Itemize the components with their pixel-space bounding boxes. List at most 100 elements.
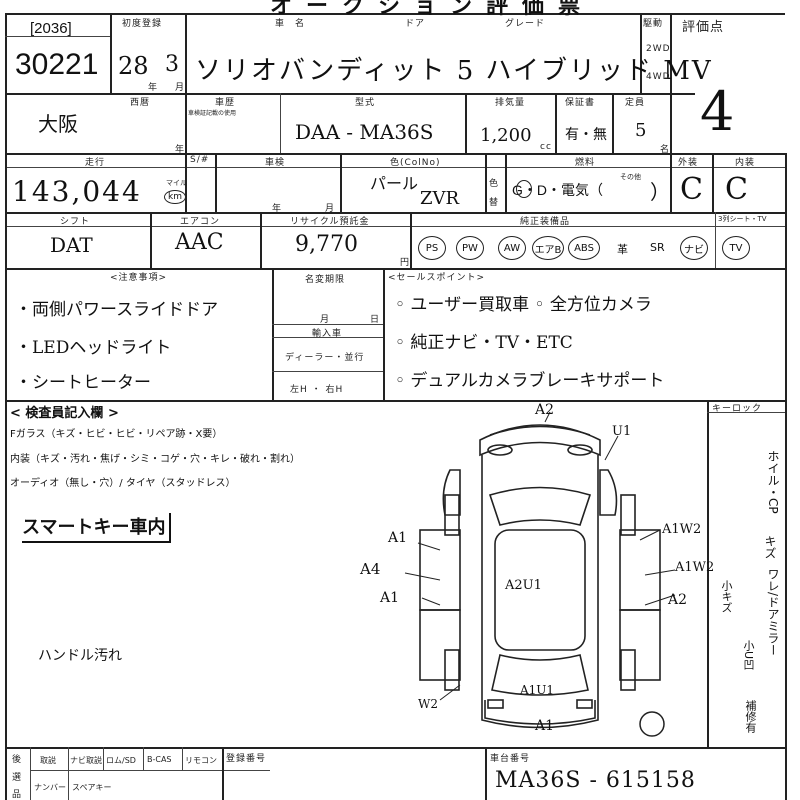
s-label: S/# — [190, 155, 210, 165]
equip-leather: 革 — [617, 243, 628, 256]
inspector-handwritten: ハンドル汚れ — [38, 648, 122, 664]
mark-a1u1: A1U1 — [520, 683, 555, 697]
reg-number-label: 登録番号 — [226, 754, 267, 764]
mark-a2u1: A2U1 — [505, 578, 542, 593]
side-legend-5: 小U凹 — [742, 640, 755, 671]
notes-bottom-line — [5, 400, 785, 402]
equip-pw: PW — [456, 236, 484, 260]
grade-label: グレード — [505, 19, 546, 29]
lot-number: 30221 — [15, 48, 99, 81]
rating-label: 評価点 — [682, 20, 725, 35]
import-steering: 左H ・ 右H — [290, 385, 344, 395]
import-dealer: ディーラー・並行 — [285, 353, 365, 363]
rating-divider — [670, 13, 672, 153]
displacement-unit: cc — [540, 142, 552, 152]
r3-g — [712, 153, 714, 212]
region-label: 西暦 — [130, 98, 151, 108]
interior-value: C — [725, 172, 748, 207]
bottom-cell-5: リモコン — [185, 756, 217, 765]
r3-c — [340, 153, 342, 212]
warranty-value: 有・無 — [565, 127, 607, 143]
r2-c — [465, 93, 467, 153]
mark-rear-a1: A1 — [535, 718, 555, 734]
r2-b — [280, 93, 281, 153]
notes-div-a — [272, 268, 274, 400]
sales-points-label: <セールスポイント> — [388, 273, 486, 283]
bottom-cell-1: 取説 — [40, 756, 56, 765]
bottom-label-2: 選 — [12, 773, 23, 783]
mileage-label: 走行 — [85, 158, 106, 168]
note-1: ・両側パワースライドドア — [15, 300, 219, 320]
note-2: ・LEDヘッドライト — [15, 338, 172, 358]
mark-front-a2: A2 — [535, 402, 555, 418]
row3-bottom-line — [5, 212, 785, 214]
interior-label: 内装 — [735, 158, 756, 168]
bottom-cell-4: B-CAS — [147, 755, 172, 764]
name-change-day: 日 — [370, 315, 381, 325]
car-diagram — [404, 411, 676, 737]
displacement-label: 排気量 — [495, 98, 526, 108]
inspector-smartkey: スマートキー車内 — [22, 513, 172, 543]
r3-b — [215, 153, 217, 212]
r3-d — [485, 153, 487, 212]
equip-abs: ABS — [568, 236, 600, 260]
door-label: ドア — [405, 19, 426, 29]
displacement-value: 1,200 — [480, 125, 532, 146]
bt-f — [222, 747, 224, 800]
sales-point-2: ◦ 純正ナビ・TV・ETC — [395, 333, 573, 353]
chassis-label: 車台番号 — [490, 754, 531, 764]
lot-code: [2036] — [30, 20, 72, 37]
mark-a1-lower: A1 — [380, 590, 400, 606]
drive-divider — [640, 13, 642, 93]
fuel-other: その他 — [620, 173, 641, 181]
bottom-label-1: 後 — [12, 755, 23, 765]
mileage-value: 143,044 — [12, 175, 142, 208]
color-change-1: 色 — [489, 179, 500, 189]
r4-d — [715, 212, 716, 268]
first-reg-year: 28 — [118, 52, 149, 80]
ac-value: AAC — [175, 230, 224, 255]
bottom-cell-7: スペアキー — [72, 783, 112, 792]
bt-a — [30, 747, 31, 800]
model-label: 型式 — [355, 98, 376, 108]
name-change-line — [272, 324, 383, 325]
sales-point-1: ◦ ユーザー買取車 ◦ 全方位カメラ — [395, 295, 652, 315]
bottom-cell-3: ロム/SD — [106, 756, 136, 765]
bottom-cell-6: ナンバー — [34, 783, 66, 792]
bottom-table-top-line — [5, 747, 785, 749]
row4-header-line — [5, 226, 785, 227]
name-change-month: 月 — [320, 315, 331, 325]
recycle-value: 9,770 — [295, 232, 358, 257]
mark-a1w2-upper: A1W2 — [662, 522, 702, 537]
drive-4wd: 4WD — [646, 72, 671, 82]
first-reg-month: 3 — [165, 52, 179, 77]
bt-c — [103, 747, 104, 770]
car-name-label: 車 名 — [275, 19, 306, 29]
import-line — [272, 337, 383, 338]
color-value: パール — [370, 174, 419, 193]
fuel-value: G・D・電気（ — [512, 182, 603, 198]
equip-ps: PS — [418, 236, 446, 260]
shift-label: シフト — [60, 217, 91, 227]
recycle-unit: 円 — [400, 258, 411, 268]
side-legend-6: 補修有 — [744, 700, 757, 733]
shaken-label: 車歴 — [215, 98, 236, 108]
color-code: ZVR — [420, 188, 460, 209]
warranty-label: 保証書 — [565, 98, 596, 108]
mark-w2: W2 — [418, 697, 438, 711]
equip-sr: SR — [650, 241, 665, 254]
top-line — [5, 13, 785, 15]
bt-e — [182, 747, 183, 770]
side-legend-1: ホイル・CP — [766, 450, 780, 514]
inspector-glass: Fガラス（キズ・ヒビ・ヒビ・リペア跡・X要） — [10, 429, 223, 440]
ac-label: エアコン — [180, 217, 221, 227]
recycle-label: リサイクル預託金 — [290, 217, 370, 227]
mark-u1: U1 — [612, 424, 632, 439]
r4-c — [410, 212, 412, 268]
sales-point-3: ◦ デュアルカメラブレーキサポート — [395, 371, 665, 391]
bottom-table-mid-line — [30, 770, 270, 771]
capacity-label: 定員 — [625, 98, 646, 108]
fuel-g-circle — [516, 180, 532, 198]
r2-d — [555, 93, 557, 153]
keylock-divider — [707, 400, 709, 747]
